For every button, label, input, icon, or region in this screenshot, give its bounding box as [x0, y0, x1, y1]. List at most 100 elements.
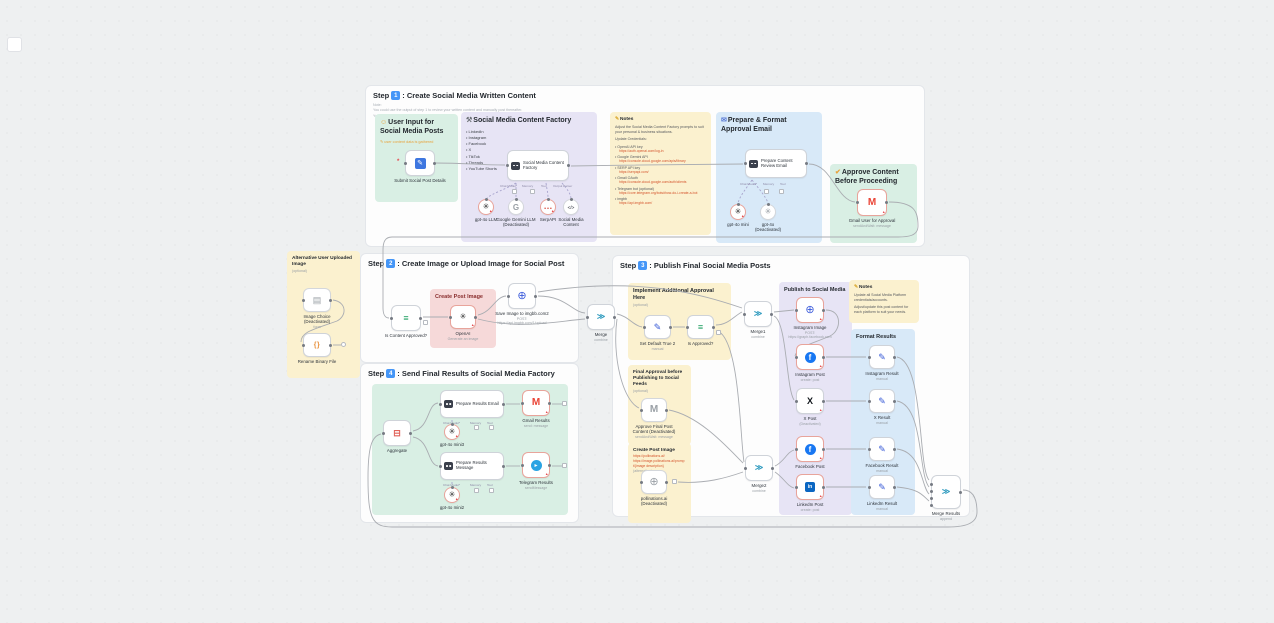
port-label-tool: Tool	[541, 184, 547, 188]
node-prepare-results-email[interactable]: Prepare Results Email	[439, 390, 505, 418]
gmail-icon: M	[867, 196, 877, 208]
notes1-body: Adjust the Social Media Content Factory …	[615, 124, 704, 135]
credential-link[interactable]: https://api.imgbb.com/	[619, 201, 653, 206]
memory-connector[interactable]	[512, 189, 517, 194]
node-social-media-content-parser[interactable]: </> Social Media Content	[558, 198, 584, 227]
warning-icon: ▲	[455, 434, 459, 438]
node-serpapi[interactable]: …▲ SerpAPI	[539, 198, 557, 222]
credential-link[interactable]: https://core.telegram.org/bots#how-do-i-…	[619, 190, 698, 195]
output-connector[interactable]	[716, 330, 721, 335]
credential-link[interactable]: https://serpapi.com/	[619, 169, 649, 174]
node-submit-social-post-details[interactable]: ✎ Submit Social Post Details	[394, 150, 446, 183]
merge-icon: ≫	[596, 312, 606, 321]
node-facebook-post[interactable]: f▲ Facebook Post	[795, 436, 825, 469]
canvas-control[interactable]	[7, 37, 22, 52]
tools-icon: ⚒	[466, 117, 473, 124]
wire-endpoint[interactable]	[562, 463, 567, 468]
note-icon: ✎	[615, 117, 620, 122]
node-gpt4o-mini2[interactable]: ✳▲ gpt-4o mini2	[440, 486, 464, 510]
node-google-gemini-llm[interactable]: G Google Gemini LLM (Deactivated)	[496, 198, 536, 227]
node-image-choice[interactable]: ▤ Image Choice (Deactivated)form	[302, 288, 332, 329]
tool-connector[interactable]	[489, 425, 494, 430]
approve-title: ✔Approve Content Before Proceeding	[835, 169, 899, 185]
tool-connector[interactable]	[489, 488, 494, 493]
port-label-memory: Memory	[470, 483, 482, 487]
facebook-icon: f	[804, 443, 816, 455]
node-is-approved[interactable]: ≡ Is Approved?	[686, 315, 715, 346]
create-image-title: Create Post Image	[435, 294, 483, 300]
node-approve-final-post-content[interactable]: M Approve Final Post Content (Deactivate…	[633, 398, 675, 439]
node-gpt4o-mini3[interactable]: ✳▲ gpt-4o mini3	[440, 423, 464, 447]
final-approval-title: Final Approval before Publishing to Soci…	[633, 370, 683, 387]
sticky-notes-platforms[interactable]: ✎Notes Update all Social Media Platform …	[849, 280, 919, 323]
node-prepare-content-review-email[interactable]: Prepare Content Review Email	[744, 149, 808, 178]
credential-link[interactable]: https://auth.openai.com/log-in	[619, 148, 664, 153]
credential-item: Gmail OAuthhttps://console.cloud.google.…	[615, 176, 706, 184]
tool-connector[interactable]	[779, 189, 784, 194]
port-label-memory: Memory	[522, 184, 534, 188]
output-connector[interactable]	[423, 320, 428, 325]
edit-pencil-icon: ✎	[878, 443, 886, 454]
tool-connector[interactable]	[530, 189, 535, 194]
notes2-title: ✎Notes	[854, 285, 873, 290]
memory-connector[interactable]	[764, 189, 769, 194]
wire-endpoint[interactable]	[562, 401, 567, 406]
x-twitter-icon: X	[806, 396, 813, 406]
output-connector[interactable]	[672, 479, 677, 484]
node-social-media-content-factory[interactable]: Social Media Content Factory	[506, 150, 570, 181]
credential-link[interactable]: https://console.cloud.google.com/apis/li…	[619, 159, 686, 164]
ai-agent-icon	[444, 400, 453, 408]
notes2-line: Adjust/update this post content for each…	[854, 305, 909, 315]
pollinations-prompt-link[interactable]: https://image.pollinations.ai/prompt/{im…	[633, 458, 685, 468]
gmail-icon: M	[649, 404, 659, 415]
merge-icon: ≫	[941, 487, 951, 496]
warning-icon: ▲	[819, 494, 823, 498]
alt-image-title: Alternative User Uploaded Image	[292, 256, 352, 267]
ai-agent-icon	[444, 462, 453, 470]
node-gpt4o-mini[interactable]: ✳▲ gpt-4o mini	[727, 203, 749, 227]
node-prepare-results-message[interactable]: Prepare Results Message	[439, 452, 505, 480]
memory-connector[interactable]	[474, 425, 479, 430]
node-gpt4o-deactivated[interactable]: ✳ gpt-4o (Deactivated)	[755, 203, 781, 232]
node-gpt4o-llm[interactable]: ✳▲ gpt-4o LLM	[475, 198, 497, 222]
merge-icon: ≫	[753, 309, 763, 318]
user-input-title: ☺User Input for Social Media Posts	[380, 119, 444, 135]
thumbs-up-icon: ✔	[835, 169, 841, 176]
node-x-post[interactable]: X▲ X Post(Deactivated)	[795, 388, 825, 426]
user-input-note: ✎ user content data is gathered	[380, 139, 434, 144]
sticky-notes-credentials[interactable]: ✎Notes Adjust the Social Media Content F…	[610, 112, 711, 235]
wire-endpoint[interactable]	[341, 342, 346, 347]
credential-link[interactable]: https://console.cloud.google.com/auth/cl…	[619, 180, 687, 185]
globe-http-icon: ⊕	[517, 289, 527, 302]
node-pollinations-ai[interactable]: ⊕ pollinations.ai (Deactivated)	[640, 470, 668, 506]
format-results-title: Format Results	[856, 334, 897, 340]
merge-icon: ≫	[754, 463, 764, 472]
output-parser-icon: </>	[567, 204, 575, 210]
node-aggregate[interactable]: ⊟ Aggregate	[382, 420, 412, 453]
node-rename-binary-file[interactable]: {} Rename Binary File	[298, 333, 336, 364]
memory-connector[interactable]	[474, 488, 479, 493]
warning-icon: ▲	[819, 456, 823, 460]
node-is-content-approved[interactable]: ≡ Is Content Approved?	[385, 305, 427, 338]
